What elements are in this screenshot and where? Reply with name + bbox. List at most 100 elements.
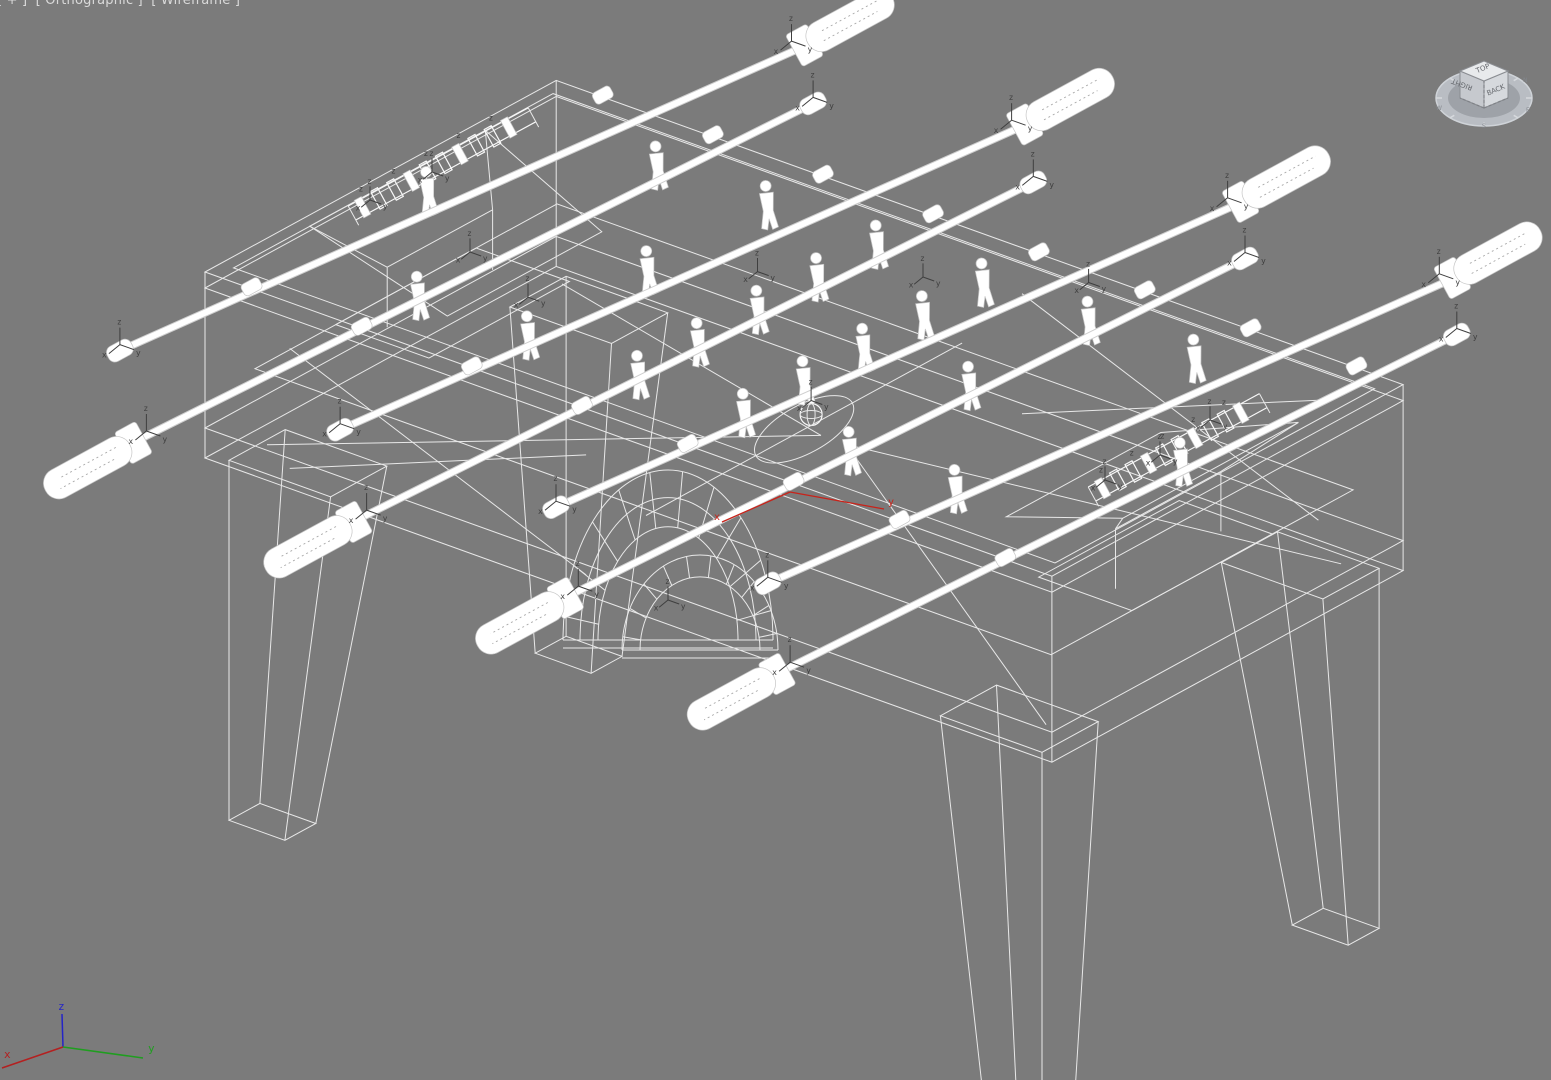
- world-axis-y-label: y: [148, 1042, 155, 1055]
- svg-text:z: z: [1454, 302, 1459, 311]
- rod-end-cap: [1019, 170, 1048, 195]
- svg-text:z: z: [808, 378, 813, 387]
- svg-text:y: y: [136, 349, 141, 358]
- svg-text:y: y: [541, 299, 546, 308]
- svg-text:x: x: [774, 47, 779, 56]
- svg-text:x: x: [1091, 483, 1096, 492]
- foosball-rod: [475, 246, 1259, 655]
- svg-text:z: z: [1009, 93, 1014, 102]
- rod-end-cap: [754, 571, 782, 596]
- svg-text:z: z: [467, 229, 472, 238]
- object-axis-gizmo: z x y: [797, 378, 829, 413]
- svg-text:x: x: [1210, 204, 1215, 213]
- svg-text:x: x: [356, 203, 361, 212]
- svg-text:y: y: [829, 101, 834, 110]
- rod-end-cap: [326, 417, 354, 442]
- svg-text:y: y: [888, 497, 894, 508]
- svg-text:y: y: [1173, 457, 1178, 466]
- svg-text:x: x: [322, 430, 327, 439]
- svg-text:z: z: [391, 167, 396, 176]
- rods: [43, 0, 1543, 731]
- svg-text:x: x: [909, 280, 914, 289]
- player-figures: [410, 140, 1207, 515]
- svg-text:x: x: [797, 404, 802, 413]
- rod-handle: [1222, 145, 1331, 223]
- svg-text:E: E: [1526, 107, 1530, 114]
- svg-text:x: x: [1227, 259, 1232, 268]
- svg-text:y: y: [383, 514, 388, 523]
- svg-text:z: z: [553, 474, 558, 483]
- player-figure: [1186, 333, 1207, 385]
- table-leg: [939, 684, 1100, 1080]
- svg-text:z: z: [1160, 432, 1165, 441]
- rod-end-cap: [1231, 246, 1259, 271]
- svg-text:z: z: [1225, 171, 1230, 180]
- goal-frame: [1004, 421, 1299, 589]
- svg-text:y: y: [824, 402, 829, 411]
- foosball-rod: [43, 91, 827, 500]
- svg-text:z: z: [367, 177, 372, 186]
- svg-text:y: y: [936, 279, 941, 288]
- svg-text:S: S: [1482, 123, 1486, 130]
- svg-text:z: z: [1191, 415, 1196, 424]
- svg-text:y: y: [572, 505, 577, 514]
- svg-text:x: x: [1146, 458, 1151, 467]
- world-axis-z-label: z: [58, 1000, 65, 1013]
- svg-text:y: y: [784, 581, 789, 590]
- rod-end-cap: [542, 495, 570, 519]
- viewport-menu-shading[interactable]: [ Wireframe ]: [151, 0, 241, 8]
- table-leg: [1220, 531, 1381, 946]
- svg-text:z: z: [810, 70, 815, 79]
- svg-text:x: x: [514, 301, 519, 310]
- svg-text:x: x: [743, 275, 748, 284]
- svg-text:y: y: [162, 435, 167, 444]
- svg-text:z: z: [429, 149, 434, 158]
- svg-text:z: z: [1207, 397, 1212, 406]
- svg-text:x: x: [795, 103, 800, 112]
- svg-text:z: z: [364, 483, 369, 492]
- svg-text:y: y: [483, 254, 488, 263]
- svg-text:x: x: [128, 437, 133, 446]
- svg-text:y: y: [806, 666, 811, 675]
- svg-text:y: y: [356, 428, 361, 437]
- object-axis-gizmo: z x y: [1146, 432, 1178, 467]
- object-axis-gizmo: z x y: [795, 70, 834, 112]
- viewport-menu-pov[interactable]: [ Orthographic ]: [35, 0, 143, 8]
- object-axis-gizmo: z x y: [774, 14, 813, 56]
- svg-text:z: z: [337, 397, 342, 406]
- rod-handle: [686, 653, 796, 731]
- svg-text:z: z: [789, 14, 794, 23]
- svg-text:z: z: [424, 149, 429, 158]
- svg-text:y: y: [808, 45, 813, 54]
- world-axis-x-label: x: [4, 1048, 11, 1061]
- ball-return-arch: [562, 469, 779, 659]
- svg-text:z: z: [1086, 260, 1091, 269]
- svg-text:z: z: [665, 577, 670, 586]
- svg-text:z: z: [489, 113, 494, 122]
- viewport-menu-general[interactable]: [ + ]: [0, 0, 28, 8]
- svg-text:z: z: [765, 550, 770, 559]
- svg-text:z: z: [787, 635, 792, 644]
- svg-text:x: x: [102, 351, 107, 360]
- svg-text:z: z: [359, 184, 364, 193]
- svg-text:N: N: [1523, 77, 1528, 84]
- svg-text:y: y: [1049, 180, 1054, 189]
